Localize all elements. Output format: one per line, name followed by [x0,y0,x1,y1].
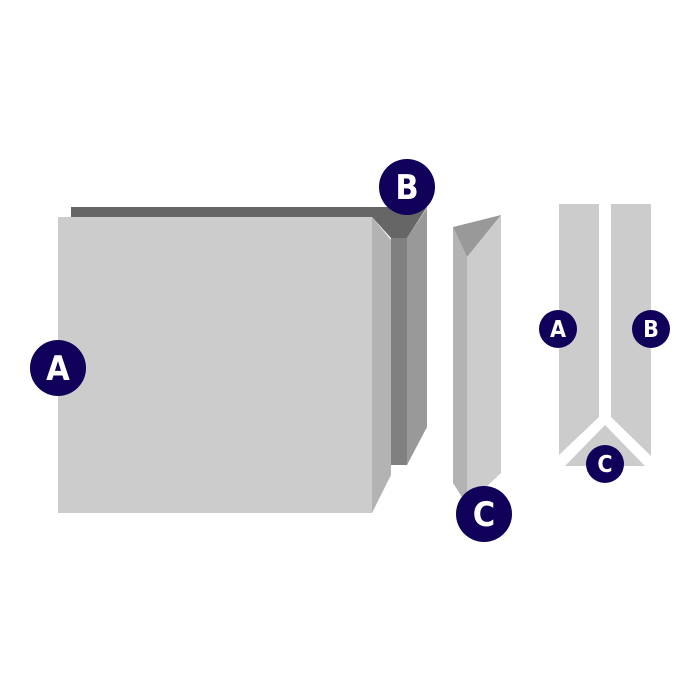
badge-label: A [550,317,566,343]
badge-section-b: B [632,310,670,348]
piece-c-side [453,227,467,505]
panel-b-front [391,238,407,465]
badge-main-c: C [456,486,512,542]
section-strip-b [611,204,651,456]
badge-main-a: A [30,340,86,396]
badge-label: C [473,495,495,535]
badge-label: A [46,349,70,389]
panel-a-side [372,217,391,513]
badge-label: C [597,452,612,478]
piece-c-front [467,215,501,505]
badge-section-c: C [586,445,624,483]
badge-main-b: B [379,159,435,215]
panel-b-side [407,208,427,465]
badge-label: B [643,317,659,343]
badge-section-a: A [539,310,577,348]
panel-b-top [71,207,427,238]
section-strip-a [559,204,599,455]
piece-c-top [453,215,501,257]
panel-a-front [58,217,372,513]
badge-label: B [395,168,418,208]
